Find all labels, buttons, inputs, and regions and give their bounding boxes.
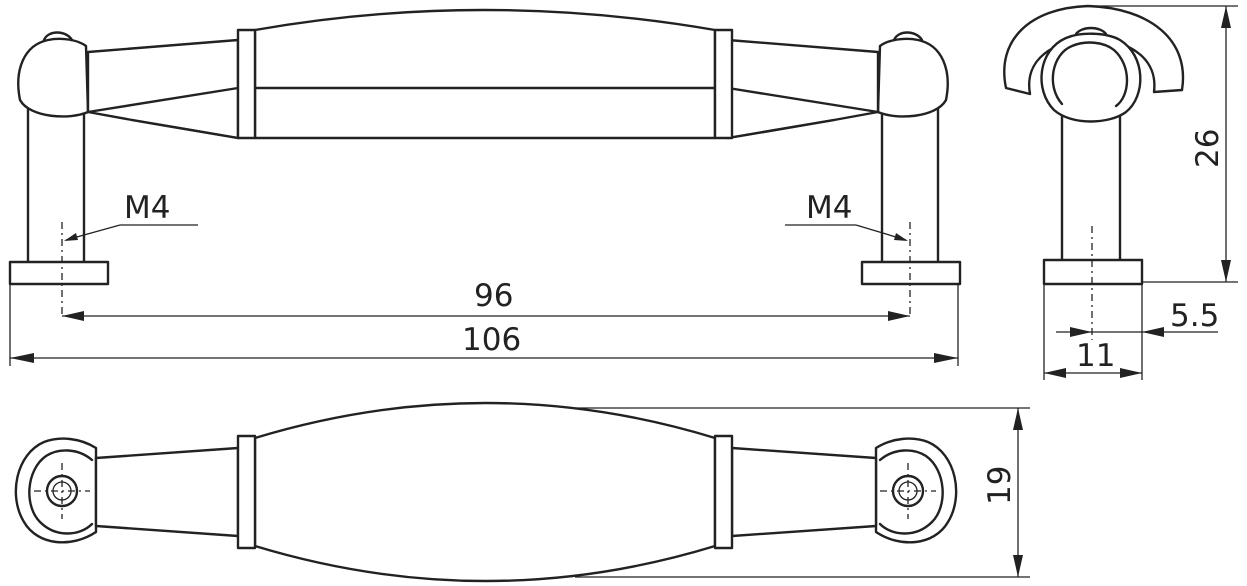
dimension-foot-width: 11 bbox=[1043, 284, 1143, 380]
dimension-arrow bbox=[1221, 260, 1231, 282]
dimension-half-foot: 5.5 bbox=[1056, 284, 1219, 340]
left-arm-lower bbox=[130, 118, 240, 140]
ceramic-body bbox=[253, 8, 717, 140]
thread-callout-left: M4 bbox=[64, 190, 198, 241]
top-right-arm bbox=[730, 446, 878, 538]
right-foot bbox=[860, 260, 962, 286]
thread-label-right: M4 bbox=[806, 190, 852, 226]
dimension-overall-length: 106 bbox=[9, 284, 959, 366]
left-knob bbox=[17, 37, 90, 118]
side-foot bbox=[1042, 258, 1144, 286]
left-collar bbox=[236, 28, 257, 140]
dimension-label-11: 11 bbox=[1076, 338, 1115, 374]
top-right-collar bbox=[713, 434, 734, 550]
right-post bbox=[880, 103, 940, 265]
dimension-arrow bbox=[1044, 368, 1066, 378]
dimension-arrow bbox=[888, 311, 910, 321]
thread-callout-right: M4 bbox=[785, 190, 908, 241]
side-knob-ring bbox=[1051, 41, 1129, 108]
dimension-arrow bbox=[1120, 368, 1142, 378]
left-foot bbox=[8, 260, 110, 286]
dimension-arrow bbox=[1070, 327, 1092, 337]
side-knob-cap bbox=[1074, 26, 1108, 36]
dimension-label-96: 96 bbox=[474, 278, 513, 314]
dimension-hole-spacing: 96 bbox=[62, 278, 910, 321]
right-knob-cap bbox=[892, 31, 924, 42]
side-post bbox=[1060, 96, 1122, 264]
dimension-arrow bbox=[1221, 6, 1231, 28]
dimension-label-26: 26 bbox=[1190, 129, 1226, 168]
dimension-arrow bbox=[934, 353, 958, 363]
thread-label-left: M4 bbox=[124, 190, 170, 226]
side-view bbox=[1003, 4, 1185, 340]
dimension-arrow bbox=[1142, 327, 1164, 337]
dimension-label-19: 19 bbox=[982, 466, 1018, 505]
top-left-collar bbox=[236, 434, 257, 550]
dimension-arrow bbox=[1013, 408, 1023, 430]
top-left-arm bbox=[94, 446, 240, 538]
right-knob bbox=[876, 37, 949, 118]
right-end-ring-inner bbox=[878, 449, 944, 535]
dimension-arrow bbox=[10, 353, 34, 363]
left-knob-cap bbox=[42, 31, 74, 42]
side-knob bbox=[1040, 32, 1142, 123]
left-arm bbox=[86, 38, 240, 140]
right-collar bbox=[713, 28, 734, 140]
dimension-label-5-5: 5.5 bbox=[1170, 298, 1219, 334]
right-arm-edge bbox=[726, 86, 880, 114]
left-end-ring-inner bbox=[28, 449, 94, 535]
dimension-arrow bbox=[1013, 555, 1023, 577]
top-view bbox=[14, 401, 958, 583]
dimension-arrow bbox=[62, 311, 84, 321]
right-arm-lower bbox=[726, 118, 836, 140]
top-ceramic-body bbox=[253, 401, 717, 583]
dimension-height: 26 bbox=[1092, 5, 1238, 283]
leader-arrow bbox=[894, 233, 908, 241]
front-view bbox=[8, 8, 962, 318]
leader-arrow bbox=[64, 233, 78, 241]
left-post bbox=[26, 103, 86, 265]
dimension-label-106: 106 bbox=[462, 322, 521, 358]
right-arm bbox=[726, 38, 880, 140]
dimension-width: 19 bbox=[575, 407, 1030, 578]
left-arm-edge bbox=[86, 86, 240, 114]
